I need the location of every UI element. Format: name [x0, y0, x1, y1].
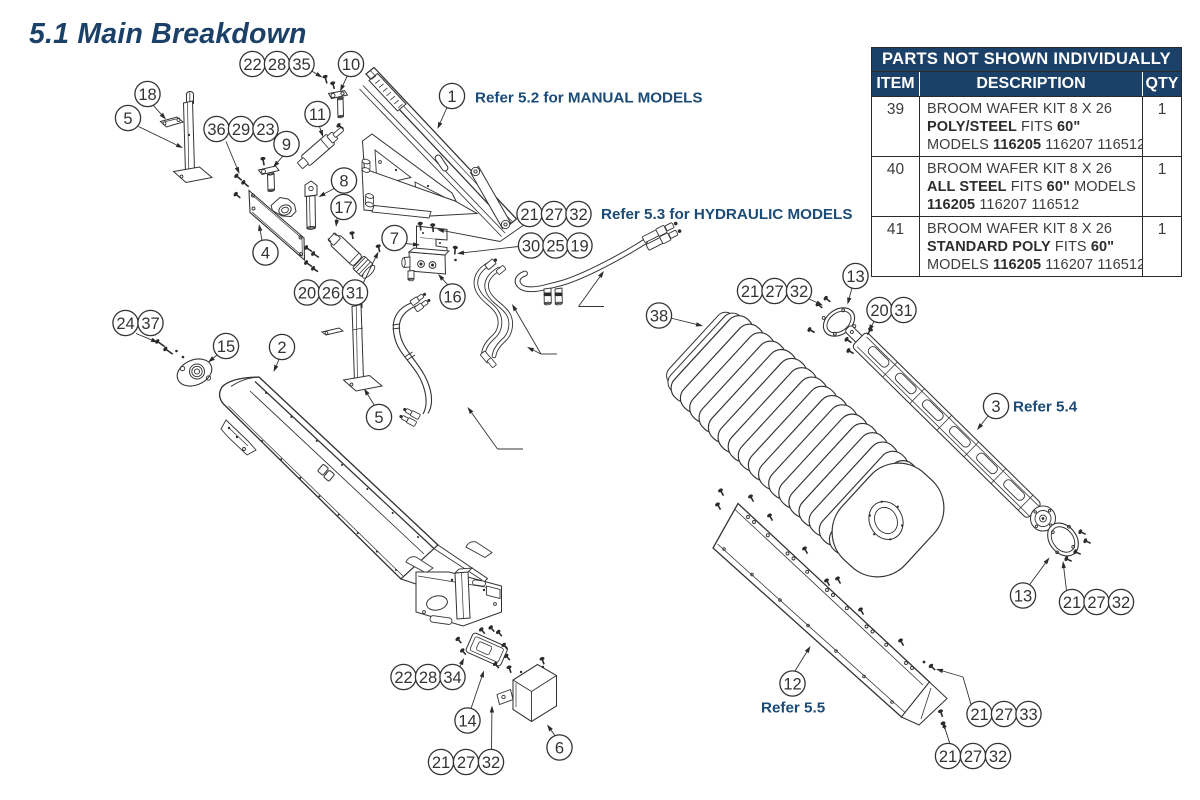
- svg-text:16: 16: [443, 288, 461, 306]
- svg-text:14: 14: [458, 712, 476, 730]
- svg-text:26: 26: [322, 284, 340, 302]
- svg-text:33: 33: [1019, 706, 1037, 724]
- svg-text:36: 36: [207, 121, 225, 139]
- svg-text:27: 27: [1087, 594, 1105, 612]
- svg-text:13: 13: [846, 268, 864, 286]
- svg-text:34: 34: [443, 669, 461, 687]
- svg-text:32: 32: [482, 754, 500, 772]
- svg-text:2: 2: [277, 339, 286, 357]
- svg-text:7: 7: [390, 230, 399, 248]
- svg-text:24: 24: [116, 315, 134, 333]
- svg-text:21: 21: [970, 706, 988, 724]
- svg-text:25: 25: [546, 237, 564, 255]
- svg-text:8: 8: [339, 172, 348, 190]
- svg-text:27: 27: [964, 748, 982, 766]
- svg-text:31: 31: [894, 302, 912, 320]
- svg-text:28: 28: [268, 56, 286, 74]
- svg-text:3: 3: [991, 398, 1000, 416]
- svg-text:5: 5: [123, 110, 132, 128]
- svg-text:23: 23: [256, 121, 274, 139]
- svg-text:27: 27: [995, 706, 1013, 724]
- svg-text:Refer 5.2 for MANUAL MODELS: Refer 5.2 for MANUAL MODELS: [475, 90, 703, 107]
- svg-text:37: 37: [141, 315, 159, 333]
- svg-text:32: 32: [569, 206, 587, 224]
- svg-text:27: 27: [545, 206, 563, 224]
- svg-text:20: 20: [298, 284, 316, 302]
- svg-text:21: 21: [432, 754, 450, 772]
- svg-text:29: 29: [232, 121, 250, 139]
- svg-text:22: 22: [394, 669, 412, 687]
- svg-text:Refer 5.5: Refer 5.5: [761, 700, 826, 717]
- svg-text:27: 27: [457, 754, 475, 772]
- svg-text:21: 21: [741, 283, 759, 301]
- svg-text:21: 21: [939, 748, 957, 766]
- svg-text:20: 20: [870, 302, 888, 320]
- svg-text:27: 27: [765, 283, 783, 301]
- svg-text:Refer 5.4: Refer 5.4: [1013, 399, 1078, 416]
- svg-text:21: 21: [520, 206, 538, 224]
- svg-text:17: 17: [334, 199, 352, 217]
- svg-text:Refer 5.3 for HYDRAULIC MODELS: Refer 5.3 for HYDRAULIC MODELS: [601, 206, 852, 223]
- svg-text:12: 12: [783, 675, 801, 693]
- svg-text:18: 18: [138, 86, 156, 104]
- svg-text:5: 5: [374, 409, 383, 427]
- svg-text:9: 9: [282, 136, 291, 154]
- svg-text:35: 35: [292, 56, 310, 74]
- svg-text:11: 11: [309, 106, 326, 124]
- svg-text:13: 13: [1014, 587, 1032, 605]
- svg-text:4: 4: [261, 244, 270, 262]
- svg-text:31: 31: [346, 284, 364, 302]
- svg-text:1: 1: [447, 88, 456, 106]
- svg-text:15: 15: [217, 338, 235, 356]
- svg-text:32: 32: [989, 748, 1007, 766]
- svg-text:21: 21: [1063, 594, 1081, 612]
- svg-text:32: 32: [1112, 594, 1130, 612]
- svg-text:30: 30: [522, 237, 540, 255]
- svg-text:19: 19: [570, 237, 588, 255]
- svg-text:6: 6: [555, 739, 564, 757]
- svg-text:32: 32: [790, 283, 808, 301]
- svg-text:38: 38: [650, 307, 668, 325]
- svg-text:10: 10: [342, 56, 360, 74]
- svg-text:28: 28: [419, 669, 437, 687]
- svg-text:22: 22: [243, 56, 261, 74]
